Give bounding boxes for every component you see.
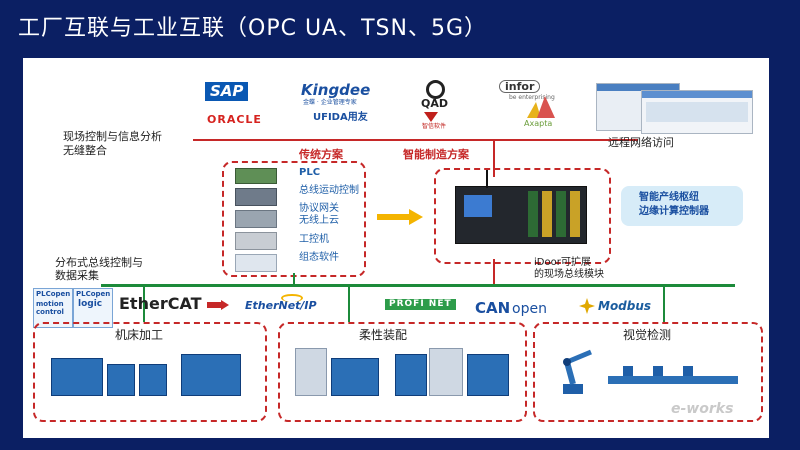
fieldbus-line — [101, 284, 735, 287]
axapta-logo: Axapta — [524, 120, 552, 128]
oracle-logo: ORACLE — [207, 114, 262, 125]
traditional-item-motion: 总线运动控制 — [299, 184, 359, 198]
conveyor-item-2 — [653, 366, 663, 376]
conveyor-item-3 — [683, 366, 693, 376]
traditional-list: PLC 总线运动控制 协议网关 无线上云 工控机 组态软件 — [299, 166, 359, 265]
infor-logo: infor — [499, 80, 540, 93]
traditional-item-scada: 组态软件 — [299, 251, 359, 265]
qad-logo: QAD — [421, 98, 448, 109]
bus-drop-3 — [663, 286, 665, 322]
canopen-open: open — [512, 302, 547, 316]
bus-drop-2 — [348, 286, 350, 322]
kingdee-subtitle: 金蝶 · 企业管理专家 — [303, 100, 357, 106]
machine-tool-3 — [139, 364, 167, 396]
canopen-can: CAN — [475, 301, 510, 316]
assembly-cell-5 — [467, 354, 509, 396]
remote-access-label: 远程网络访问 — [608, 136, 674, 150]
modbus-star-icon — [579, 298, 595, 314]
assembly-cell-3 — [395, 354, 427, 396]
idoor-label: iDoor可扩展 的现场总线模块 — [534, 257, 604, 281]
ethercat-arrow-icon — [207, 300, 229, 310]
ufida-logo: UFIDA用友 — [313, 113, 368, 123]
device-thumbnails — [235, 168, 277, 268]
conveyor-item-1 — [623, 366, 633, 376]
eworks-watermark: e-works — [671, 402, 733, 416]
vision-label: 视觉检测 — [623, 328, 671, 342]
machine-tool-1 — [51, 358, 103, 396]
red-shield-icon — [424, 112, 438, 122]
assembly-cell-2 — [331, 358, 379, 396]
traditional-item-ipc: 工控机 — [299, 233, 359, 247]
smart-to-bus-line — [493, 259, 495, 285]
upgrade-arrow-icon — [377, 209, 423, 225]
vendor-subtitle: 智信软件 — [422, 124, 446, 130]
kingdee-logo: Kingdee — [301, 83, 370, 98]
edge-controller-device — [455, 186, 587, 244]
architecture-diagram: SAP Kingdee 金蝶 · 企业管理专家 QAD infor be ent… — [23, 58, 769, 438]
seamless-integration-label: 现场控制与信息分析 无缝整合 — [63, 130, 162, 158]
machine-tool-4 — [181, 354, 241, 396]
ethernetip-swoosh-icon — [281, 294, 303, 302]
erp-network-line — [193, 139, 638, 141]
ethernetip-logo: EtherNet/IP — [245, 300, 317, 311]
conveyor-belt — [608, 376, 738, 384]
traditional-item-plc: PLC — [299, 166, 359, 180]
machine-tool-2 — [107, 364, 135, 396]
modbus-logo: Modbus — [598, 300, 651, 312]
slide-title: 工厂互联与工业互联（OPC UA、TSN、5G） — [18, 10, 487, 42]
axapta-mark-icon — [527, 96, 555, 118]
machining-label: 机床加工 — [115, 328, 163, 342]
distributed-control-label: 分布式总线控制与 数据采集 — [55, 256, 143, 282]
assembly-cell-1 — [295, 348, 327, 396]
ethercat-logo: EtherCAT — [119, 296, 202, 312]
profinet-logo: PROFI NET — [385, 299, 456, 310]
traditional-title: 传统方案 — [299, 146, 343, 162]
edge-controller-label: 智能产线枢纽 边缘计算控制器 — [639, 191, 709, 219]
traditional-bus-drop — [293, 273, 295, 285]
antenna-icon — [486, 170, 488, 188]
sap-logo: SAP — [205, 82, 248, 101]
assembly-label: 柔性装配 — [359, 328, 407, 342]
smart-title: 智能制造方案 — [403, 146, 469, 162]
robot-arm-icon — [545, 338, 605, 398]
traditional-item-gateway: 协议网关 无线上云 — [299, 203, 359, 227]
remote-screen-2 — [641, 90, 753, 134]
assembly-cell-4 — [429, 348, 463, 396]
